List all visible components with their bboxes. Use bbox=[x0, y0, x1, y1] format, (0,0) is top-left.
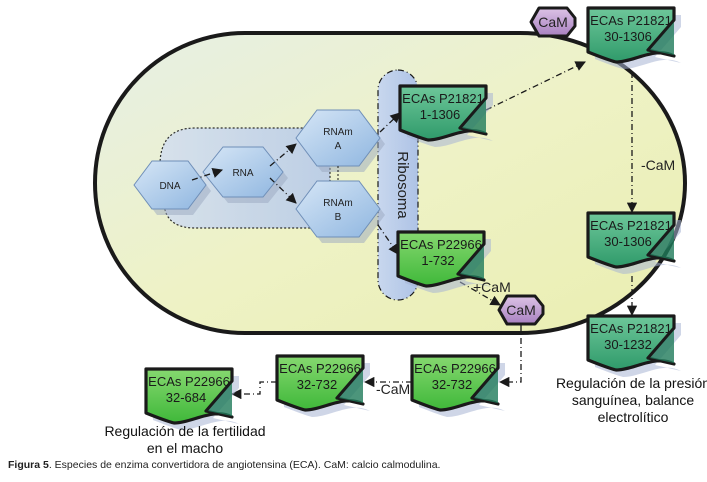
edge-dna-rna bbox=[191, 168, 223, 181]
figure-caption: Figura 5. Especies de enzima convertidor… bbox=[8, 459, 440, 471]
edge-e1-e3 bbox=[485, 61, 586, 111]
enzyme-name: ECAs P22966 bbox=[279, 361, 361, 376]
enzyme-name: ECAs P22966 bbox=[400, 237, 482, 252]
edge-rna-rnam-b bbox=[269, 177, 297, 204]
enzyme-name: ECAs P21821 bbox=[590, 321, 672, 336]
hex-label: B bbox=[335, 212, 342, 223]
enzyme-name: ECAs P22966 bbox=[148, 374, 230, 389]
edge-e6-e8 bbox=[230, 381, 277, 400]
enzyme-range: 32-732 bbox=[432, 377, 472, 392]
enzyme-range: 30-1306 bbox=[604, 234, 652, 249]
edge-rna-rnam-a bbox=[269, 143, 297, 167]
enzyme-range: 32-684 bbox=[166, 390, 206, 405]
hex-label: RNAm bbox=[323, 198, 352, 209]
hex-rna: RNA bbox=[202, 146, 288, 203]
hex-label: RNAm bbox=[323, 127, 352, 138]
enzyme-range: 30-1232 bbox=[604, 337, 652, 352]
enzyme-name: ECAs P22966 bbox=[414, 361, 496, 376]
edge-rnam-b-e2 bbox=[377, 224, 399, 255]
caption-text: . Especies de enzima convertidora de ang… bbox=[48, 459, 441, 471]
edge-label-plus-cam: +CaM bbox=[473, 279, 511, 295]
caption-label: Figura 5 bbox=[8, 459, 49, 471]
edge-label-minus-cam-bottom: -CaM bbox=[376, 381, 410, 397]
edge-label-minus-cam-right: -CaM bbox=[641, 157, 675, 173]
hex-label: DNA bbox=[159, 181, 180, 192]
enzyme-name: ECAs P21821 bbox=[590, 13, 672, 28]
enzyme-name: ECAs P21821 bbox=[590, 218, 672, 233]
enzyme-range: 30-1306 bbox=[604, 29, 652, 44]
enzyme-range: 1-1306 bbox=[420, 107, 460, 122]
edge-cam-e7 bbox=[498, 325, 522, 388]
hex-label: RNA bbox=[232, 168, 253, 179]
enzyme-range: 32-732 bbox=[297, 377, 337, 392]
enzyme-range: 1-732 bbox=[421, 253, 454, 268]
edge-rnam-a-e1 bbox=[379, 112, 401, 133]
enzyme-name: ECAs P21821 bbox=[402, 91, 484, 106]
cam-label: CaM bbox=[538, 14, 568, 30]
note-blood-pressure: Regulación de la presión sanguínea, bala… bbox=[555, 375, 707, 425]
hex-label: A bbox=[335, 141, 342, 152]
cam-node-bottom: CaM bbox=[497, 294, 545, 326]
ribosome-label: Ribosoma bbox=[394, 151, 411, 219]
note-fertility: Regulación de la fertilidad en el macho bbox=[104, 423, 266, 456]
cam-label: CaM bbox=[506, 302, 536, 318]
cam-node-top: CaM bbox=[529, 6, 577, 38]
